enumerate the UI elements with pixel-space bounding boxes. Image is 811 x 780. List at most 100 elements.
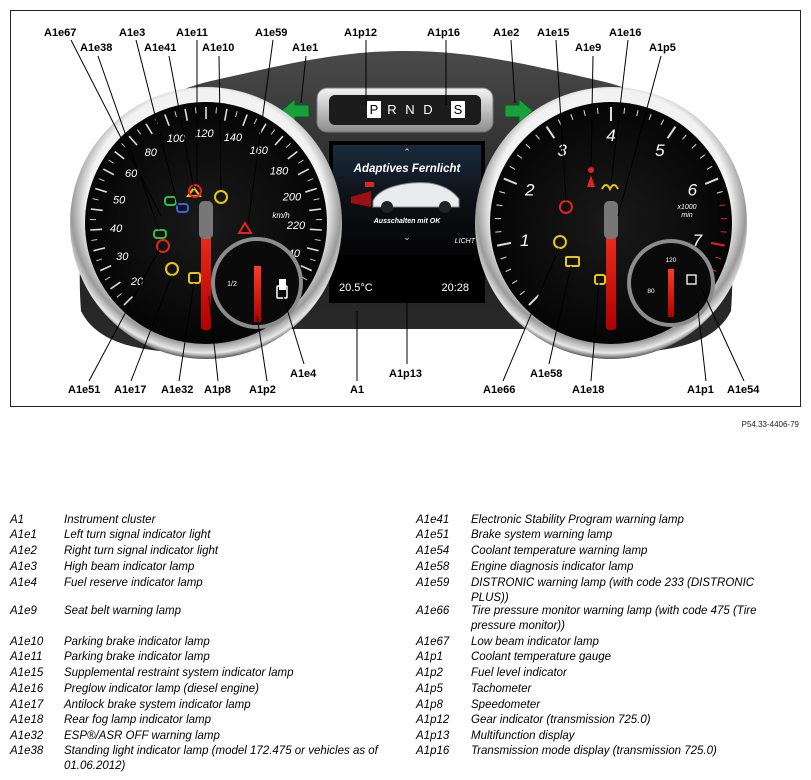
speedometer-tick-label: 180 — [270, 165, 289, 177]
legend-code: A1e51 — [416, 529, 450, 541]
speedometer-tick — [98, 178, 105, 182]
legend-description: Parking brake indicator lamp — [64, 651, 210, 663]
seat-belt-warning-icon — [587, 175, 595, 187]
legend-description-continued: PLUS)) — [471, 592, 509, 604]
speedometer-tick — [174, 111, 177, 118]
tachometer-tick — [505, 268, 512, 273]
speedometer-tick — [145, 123, 153, 135]
tachometer-tick — [666, 125, 677, 139]
high-beam-icon — [176, 203, 189, 213]
display-car-icon — [372, 182, 460, 208]
callout-a1e18: A1e18 — [572, 384, 604, 396]
speedometer-tick — [93, 247, 106, 252]
speedometer-tick — [285, 143, 291, 148]
legend-description: Fuel reserve indicator lamp — [64, 577, 203, 589]
tachometer-tick — [516, 154, 523, 159]
tachometer-tick — [570, 113, 574, 120]
speedometer-tick — [136, 129, 142, 135]
speedometer-tick-label: 220 — [286, 220, 306, 232]
callout-a1e1: A1e1 — [292, 42, 318, 54]
tachometer-tick — [648, 113, 652, 120]
tachometer-tick — [557, 119, 562, 126]
legend-code: A1p2 — [416, 667, 443, 679]
legend-description: Left turn signal indicator light — [64, 529, 211, 541]
coolant-tick-80: 80 — [647, 288, 655, 295]
brake-warning-icon — [156, 239, 170, 253]
coolant-needle — [668, 269, 674, 317]
legend-description: Tachometer — [471, 683, 532, 695]
tach-unit-bottom: min — [681, 212, 692, 219]
legend-code: A1e67 — [416, 636, 450, 648]
speedometer-tick — [300, 264, 313, 272]
speedometer-tick — [287, 150, 298, 160]
display-up-arrow-icon: ⌃ — [403, 148, 411, 158]
callout-a1e3: A1e3 — [119, 27, 145, 39]
speedometer-tick — [104, 276, 111, 281]
display-temperature: 20.5°C — [339, 282, 373, 294]
legend-description: Brake system warning lamp — [471, 529, 613, 541]
tachometer-tick — [545, 125, 556, 139]
tachometer-tick — [583, 110, 586, 117]
legend-description: Multifunction display — [471, 730, 575, 742]
legend-code: A1p16 — [416, 745, 450, 757]
coolant-tick-120: 120 — [666, 257, 677, 264]
speedometer-tick — [306, 247, 319, 252]
preglow-indicator-icon — [601, 184, 619, 192]
display-middle-text: Ausschalten mit OK — [373, 218, 441, 225]
legend-code: A1e3 — [10, 561, 37, 573]
display-light-icon — [365, 182, 374, 187]
callout-a1e59: A1e59 — [255, 27, 287, 39]
legend-code: A1e17 — [10, 699, 44, 711]
legend-code: A1e58 — [416, 561, 450, 573]
standing-light-icon — [164, 196, 177, 206]
speedometer-tick-label: 60 — [125, 168, 138, 180]
callout-a1e54: A1e54 — [727, 384, 760, 396]
speedometer-tick — [110, 281, 121, 290]
tire-pressure-icon — [553, 235, 567, 249]
legend-code: A1e54 — [416, 545, 450, 557]
legend-code: A1e18 — [10, 714, 44, 726]
tachometer-tick — [528, 294, 540, 306]
tachometer-tick — [706, 165, 713, 170]
speedometer-tick — [195, 107, 197, 114]
tachometer-tick — [500, 256, 507, 260]
speedometer-tick — [313, 198, 320, 201]
legend-description: Low beam indicator lamp — [471, 636, 599, 648]
figure-code: P54.33-4406-79 — [741, 420, 799, 429]
legend-description: Speedometer — [471, 699, 541, 711]
legend-description: Parking brake indicator lamp — [64, 636, 210, 648]
tachometer-tick — [499, 191, 506, 194]
legend-code: A1e2 — [10, 545, 37, 557]
legend-code: A1e11 — [10, 651, 43, 663]
tachometer-tick — [719, 204, 726, 207]
gear-letter-box — [367, 101, 381, 118]
speedometer-tick — [116, 293, 122, 298]
legend-code: A1p12 — [416, 714, 450, 726]
legend-description: Engine diagnosis indicator lamp — [471, 561, 634, 573]
legend-code: A1e32 — [10, 730, 44, 742]
tachometer-tick — [716, 191, 723, 194]
callout-a1e66: A1e66 — [483, 384, 515, 396]
callout-a1e4: A1e4 — [290, 368, 317, 380]
callout-a1e38: A1e38 — [80, 42, 112, 54]
gear-letter-box — [451, 101, 465, 118]
gear-letter: D — [423, 102, 432, 117]
display-down-arrow-icon: ⌄ — [403, 233, 411, 243]
tachometer-tick-label: 1 — [520, 231, 529, 250]
legend-description: DISTRONIC warning lamp (with code 233 (D… — [471, 577, 755, 589]
legend-code: A1e4 — [10, 577, 37, 589]
parking-brake-yellow-icon — [214, 190, 228, 204]
callout-a1e67: A1e67 — [44, 27, 76, 39]
legend-code: A1e59 — [416, 577, 450, 589]
fuel-gauge-half-label: 1/2 — [227, 281, 237, 288]
tachometer-tick — [596, 107, 599, 114]
callout-a1e9: A1e9 — [575, 42, 601, 54]
callout-a1e51: A1e51 — [68, 384, 100, 396]
speedometer-tick — [90, 228, 103, 231]
tachometer-tick — [660, 119, 665, 126]
legend-description: Coolant temperature gauge — [471, 651, 612, 663]
tachometer-tick — [682, 134, 687, 140]
speedometer-tick-label: 200 — [282, 191, 302, 203]
